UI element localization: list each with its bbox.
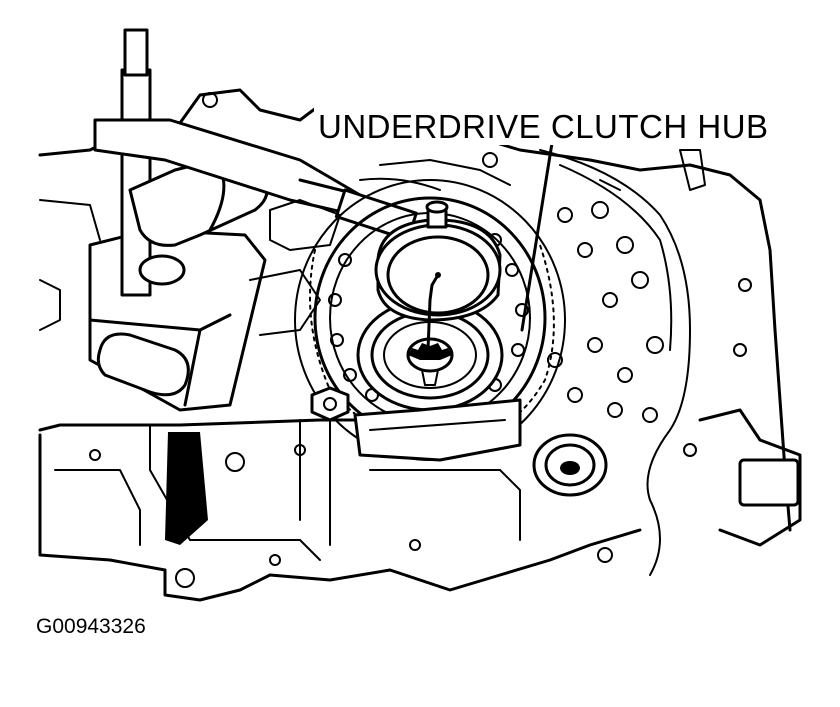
dial-gauge xyxy=(374,200,502,352)
case-boss xyxy=(310,386,608,497)
case-bolt-holes xyxy=(89,92,752,588)
dial-indicator-stand xyxy=(88,28,418,412)
callout-leader-line xyxy=(520,141,554,332)
figure-id: G00943326 xyxy=(36,615,146,638)
callout-label-backdrop xyxy=(314,103,806,145)
callout-label: UNDERDRIVE CLUTCH HUB xyxy=(318,108,769,145)
case-upper-details xyxy=(39,159,621,336)
